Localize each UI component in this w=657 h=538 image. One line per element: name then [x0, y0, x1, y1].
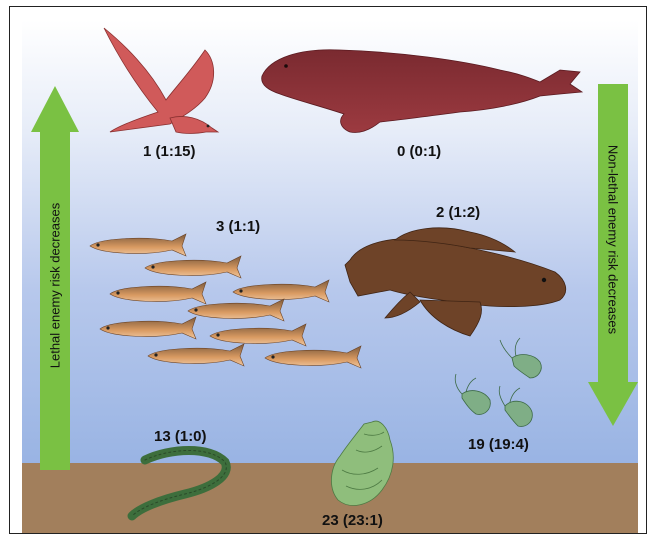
- goby-icon: [345, 228, 566, 336]
- sprat-label: 3 (1:1): [216, 218, 260, 235]
- seal-label: 0 (0:1): [397, 143, 441, 160]
- left-arrow-label: Lethal enemy risk decreases: [48, 197, 63, 375]
- goby-label: 2 (1:2): [436, 204, 480, 221]
- worm-label: 13 (1:0): [154, 428, 207, 445]
- gull-label: 1 (1:15): [143, 143, 196, 160]
- worm-icon: [132, 451, 226, 517]
- sprat-icon: [90, 234, 361, 368]
- shrimp-icon: [455, 338, 541, 426]
- gull-icon: [104, 28, 218, 134]
- snail-label: 23 (23:1): [322, 512, 383, 529]
- shrimp-label: 19 (19:4): [468, 436, 529, 453]
- right-arrow-label: Non-lethal enemy risk decreases: [606, 141, 621, 339]
- seal-icon: [262, 50, 582, 133]
- snail-icon: [331, 421, 393, 505]
